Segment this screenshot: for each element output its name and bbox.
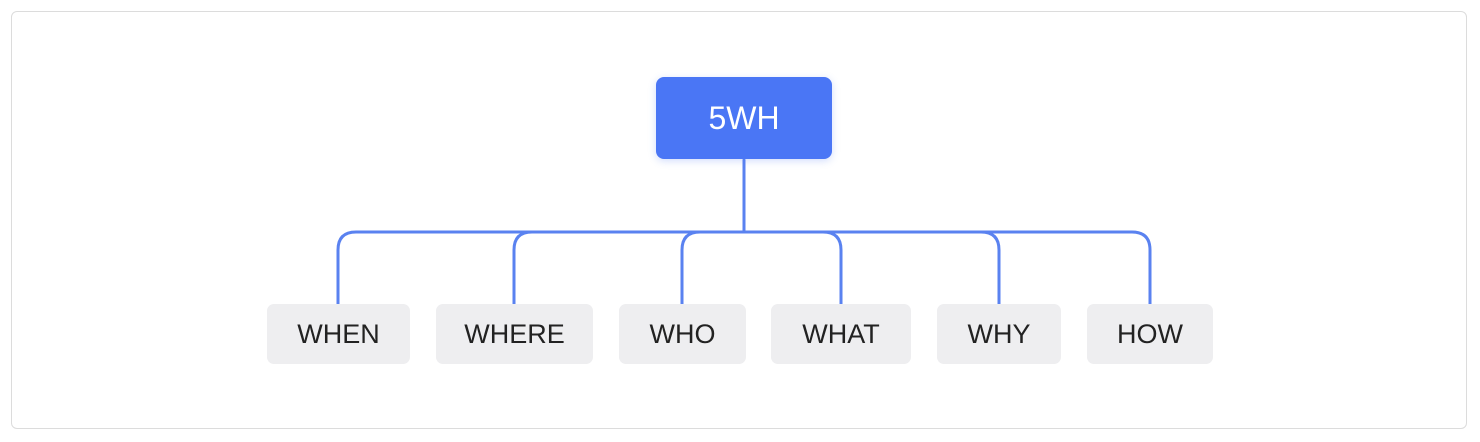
diagram-frame bbox=[11, 11, 1467, 429]
child-node-when[interactable]: WHEN bbox=[267, 304, 410, 364]
child-node-what[interactable]: WHAT bbox=[771, 304, 911, 364]
child-node-label: WHERE bbox=[464, 318, 565, 349]
root-node-label: 5WH bbox=[708, 99, 780, 136]
child-node-label: HOW bbox=[1117, 318, 1183, 349]
child-node-where[interactable]: WHERE bbox=[436, 304, 593, 364]
child-node-label: WHEN bbox=[297, 318, 380, 349]
child-node-why[interactable]: WHY bbox=[937, 304, 1061, 364]
child-node-how[interactable]: HOW bbox=[1087, 304, 1213, 364]
child-node-label: WHY bbox=[967, 318, 1031, 349]
child-node-label: WHAT bbox=[802, 318, 880, 349]
child-node-label: WHO bbox=[649, 318, 716, 349]
root-node-5wh[interactable]: 5WH bbox=[656, 77, 832, 159]
child-node-who[interactable]: WHO bbox=[619, 304, 746, 364]
